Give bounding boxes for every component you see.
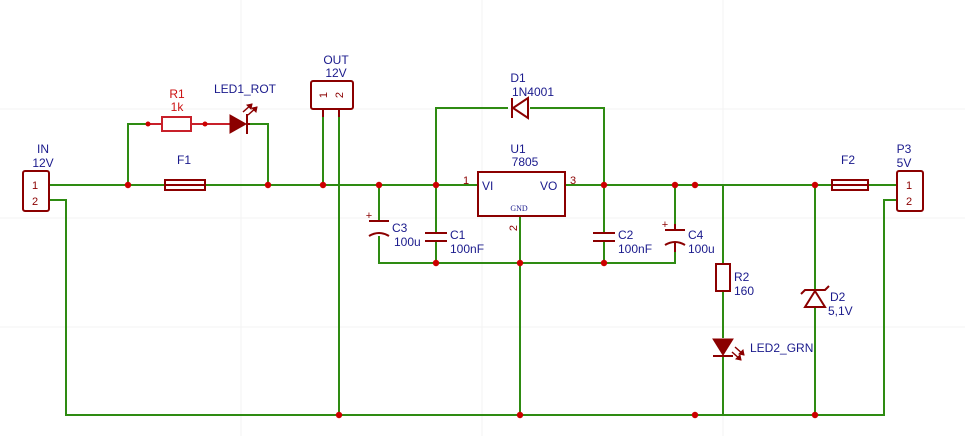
capacitor-c1[interactable]: [425, 232, 447, 242]
connector-in[interactable]: 1 2: [22, 170, 50, 212]
connector-out-pin2: 2: [334, 92, 346, 98]
resistor-r1-value: 1k: [171, 100, 185, 114]
junction-dot: [319, 181, 327, 189]
junction-dot: [811, 411, 819, 419]
connector-out-name: OUT: [323, 53, 349, 67]
regulator-u1-vi: VI: [482, 179, 493, 193]
regulator-u1-name: U1: [510, 142, 526, 156]
connector-out-pin1: 1: [318, 92, 330, 98]
regulator-u1[interactable]: VI VO GND: [477, 171, 566, 217]
led1-icon[interactable]: [229, 103, 258, 134]
junction-dot: [516, 411, 524, 419]
diode-d1-icon[interactable]: [511, 96, 529, 120]
resistor-r1[interactable]: [161, 116, 192, 132]
junction-dot: [335, 411, 343, 419]
regulator-u1-value: 7805: [512, 155, 539, 169]
capacitor-c1-name: C1: [450, 228, 466, 242]
fuse-f1[interactable]: [164, 179, 206, 191]
resistor-r2-name: R2: [734, 270, 750, 284]
capacitor-c2[interactable]: [593, 232, 615, 242]
connector-in-name: IN: [37, 142, 49, 156]
junction-dot: [600, 259, 608, 267]
capacitor-c4-polarity: +: [662, 219, 668, 231]
zener-d2-icon[interactable]: [800, 285, 830, 308]
connector-out[interactable]: 1 2: [310, 80, 354, 117]
junctions: [124, 121, 819, 419]
fuse-f2-name: F2: [841, 153, 855, 167]
connector-p3[interactable]: 1 2: [896, 170, 924, 212]
connector-in-value: 12V: [32, 156, 53, 170]
regulator-u1-gnd: GND: [510, 204, 528, 213]
zener-d2-name: D2: [830, 290, 846, 304]
junction-dot: [432, 181, 440, 189]
wire-led1-right: [250, 123, 269, 185]
connector-p3-name: P3: [897, 142, 912, 156]
capacitor-c4[interactable]: +: [662, 219, 686, 252]
junction-dot: [432, 259, 440, 267]
diode-d1-value: 1N4001: [512, 85, 554, 99]
capacitor-c2-value: 100nF: [618, 242, 652, 256]
junction-dot: [264, 181, 272, 189]
regulator-u1-vo: VO: [540, 179, 557, 193]
resistor-r2-value: 160: [734, 284, 754, 298]
connector-p3-pin1: 1: [906, 180, 912, 192]
junction-dot: [516, 259, 524, 267]
resistor-r2[interactable]: [715, 263, 731, 292]
junction-dot: [124, 181, 132, 189]
capacitor-c4-name: C4: [688, 228, 704, 242]
wire-r2-top: [695, 184, 724, 264]
zener-d2-value: 5,1V: [828, 304, 853, 318]
wire-d1-right: [530, 107, 605, 185]
junction-dot: [691, 181, 699, 189]
fuse-f1-name: F1: [177, 153, 191, 167]
wire-in-pin2: [37, 199, 897, 416]
junction-dot: [600, 181, 608, 189]
junction-dot: [145, 121, 151, 127]
connector-p3-value: 5V: [897, 156, 912, 170]
wire-c3-bottom: [378, 236, 676, 264]
fuse-f2[interactable]: [831, 179, 869, 191]
capacitor-c3-value: 100u: [394, 235, 421, 249]
regulator-u1-pin1: 1: [463, 175, 469, 187]
capacitor-c3-polarity: +: [366, 210, 372, 222]
led1-name: LED1_ROT: [214, 82, 277, 96]
led2-name: LED2_GRN: [750, 341, 813, 355]
connector-in-pin2: 2: [32, 196, 38, 208]
connector-p3-pin2: 2: [906, 196, 912, 208]
capacitor-c2-name: C2: [618, 228, 634, 242]
resistor-r1-name: R1: [169, 87, 185, 101]
regulator-u1-pin2: 2: [508, 225, 520, 231]
wire-d1-left: [435, 107, 508, 185]
connector-in-pin1: 1: [32, 180, 38, 192]
junction-dot: [202, 121, 208, 127]
wire-r1-left: [127, 123, 162, 185]
led2-icon[interactable]: [712, 338, 745, 361]
junction-dot: [375, 181, 383, 189]
capacitor-c3[interactable]: +: [366, 210, 390, 237]
capacitor-c3-name: C3: [392, 221, 408, 235]
capacitor-c1-value: 100nF: [450, 242, 484, 256]
regulator-u1-pin3: 3: [570, 175, 576, 187]
connector-out-value: 12V: [325, 66, 346, 80]
junction-dot: [691, 411, 699, 419]
capacitor-c4-value: 100u: [688, 242, 715, 256]
junction-dot: [811, 181, 819, 189]
wires: [37, 107, 897, 416]
junction-dot: [671, 181, 679, 189]
diode-d1-name: D1: [510, 71, 526, 85]
